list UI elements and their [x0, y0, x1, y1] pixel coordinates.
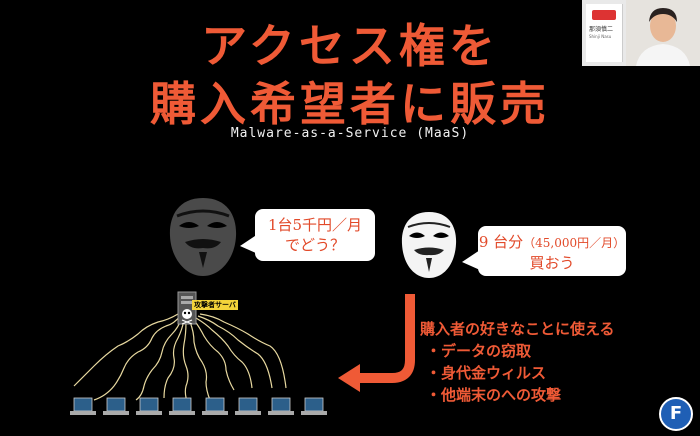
- buyer-bubble-tail: [462, 250, 480, 270]
- seller-speech-bubble: 1台5千円／月 でどう？: [255, 209, 375, 261]
- use-case-item: ・他端末のへの攻撃: [426, 386, 562, 404]
- seller-bubble-line2: でどう？: [284, 236, 345, 254]
- attacker-server-label: 攻撃者サーバ: [192, 300, 238, 310]
- laptop-icon: [70, 397, 96, 415]
- slide-title-line1: アクセス権を: [201, 19, 499, 73]
- presenter-avatar: [626, 0, 700, 66]
- laptop-icon: [235, 397, 261, 415]
- laptop-icon: [103, 397, 129, 415]
- presenter-nameplate: 那須慎二 Shinji Nasu: [586, 4, 623, 62]
- presenter-name: 那須慎二: [589, 26, 614, 33]
- seller-bubble-line1: 1台5千円／月: [267, 216, 363, 234]
- laptop-icon: [268, 397, 294, 415]
- anonymous-mask-icon: [169, 198, 237, 276]
- arrow-icon: [338, 294, 415, 392]
- buyer-speech-bubble: 9 台分（45,000円／月） 買おう: [478, 226, 626, 276]
- use-case-item: ・データの窃取: [426, 342, 532, 360]
- slide-subtitle: Malware-as-a-Service (MaaS): [230, 126, 470, 141]
- laptop-icon: [202, 397, 228, 415]
- botnet-diagram: [73, 291, 287, 405]
- use-case-item: ・身代金ウィルス: [426, 364, 547, 382]
- use-cases-heading: 購入者の好きなことに使える: [420, 320, 615, 338]
- buyer-bubble-count: 9 台分: [478, 233, 524, 251]
- laptop-icon: [169, 397, 195, 415]
- skull-icon: [181, 309, 193, 325]
- infected-laptops: [70, 397, 327, 415]
- buyer-bubble-price: （45,000円／月）: [523, 236, 626, 250]
- presenter-video[interactable]: 那須慎二 Shinji Nasu: [582, 0, 700, 66]
- anonymous-mask-icon: [401, 212, 457, 278]
- presenter-role: Shinji Nasu: [589, 34, 612, 39]
- seller-bubble-tail: [240, 234, 258, 254]
- use-cases-list: 購入者の好きなことに使える ・データの窃取 ・身代金ウィルス ・他端末のへの攻撃: [420, 318, 615, 406]
- company-logo: [592, 10, 616, 20]
- laptop-icon: [301, 397, 327, 415]
- slide-title-line2: 購入希望者に販売: [150, 77, 550, 131]
- laptop-icon: [136, 397, 162, 415]
- buyer-bubble-line2: 買おう: [529, 254, 575, 272]
- channel-badge[interactable]: F: [659, 397, 693, 431]
